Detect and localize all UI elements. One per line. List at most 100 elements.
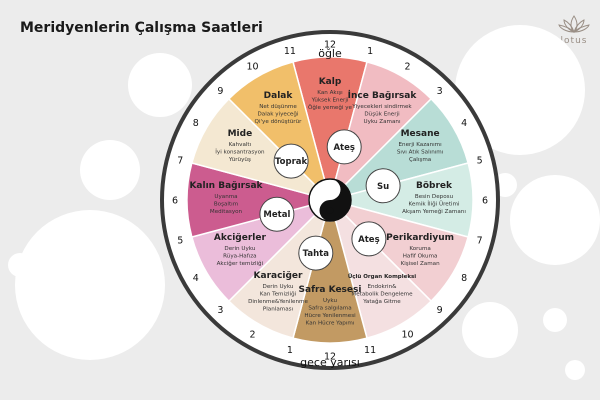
meridian-description-line: Uyku Zamanı <box>363 119 400 125</box>
clock-hour-label: 8 <box>461 273 467 284</box>
element-label: Su <box>377 182 389 192</box>
lotus-logo-icon <box>558 15 590 33</box>
element-circle <box>365 168 401 204</box>
meridian-description-line: Öğle yemeği ye <box>308 104 353 111</box>
clock-hour-label: 4 <box>461 118 467 129</box>
element-circle <box>298 235 334 271</box>
clock-hour-label: 2 <box>404 61 410 72</box>
meridian-description-line: Düşük Enerji <box>364 111 400 117</box>
clock-hour-label: 2 <box>249 330 255 341</box>
meridian-description-line: Hücre Yenilenmesi <box>304 313 356 319</box>
clock-hour-label: 5 <box>177 236 183 247</box>
clock-hour-label: 11 <box>284 46 296 57</box>
meridian-description-line: Yürüyüş <box>228 157 251 163</box>
meridian-description-line: Besin Deposu <box>415 194 454 200</box>
meridian-description-line: Boşaltım <box>214 202 238 208</box>
clock-hour-label: 10 <box>401 330 413 341</box>
meridian-description-line: Derin Uyku <box>224 246 255 252</box>
logo-text: lotus <box>560 36 588 46</box>
clock-hour-label: 4 <box>193 273 199 284</box>
meridian-description-line: Rüya-Hafıza <box>223 254 256 260</box>
meridian-description-line: Yatağa Gitme <box>362 298 401 305</box>
meridian-description-line: Koruma <box>409 246 431 252</box>
meridian-description-line: İyi konsantrasyon <box>215 149 265 156</box>
background-circles <box>8 25 600 380</box>
clock-hour-label: 12 <box>324 40 336 51</box>
meridian-description-line: Yüksek Enerji <box>311 98 349 104</box>
page-title: Meridyenlerin Çalışma Saatleri <box>20 20 263 36</box>
meridian-description-line: Metabolik Dengeleme <box>351 292 413 298</box>
clock-hour-label: 1 <box>287 345 293 356</box>
meridian-name: Karaciğer <box>254 271 304 281</box>
meridian-name: Dalak <box>264 91 294 101</box>
noon-label: öğle <box>318 47 342 60</box>
clock-hour-label: 3 <box>437 86 443 97</box>
meridian-name: Üçlü Organ Kompleksi <box>348 273 416 280</box>
meridian-description-line: Akşam Yemeği Zamanı <box>402 208 466 215</box>
element-circle <box>326 129 362 165</box>
meridian-description-line: Çalışma <box>409 157 431 163</box>
meridian-description-line: Kişisel Zaman <box>401 261 441 267</box>
element-circle <box>351 221 387 257</box>
clock-hour-label: 1 <box>367 46 373 57</box>
meridian-description-line: Net düşünme <box>259 104 297 110</box>
clock-hour-label: 11 <box>364 345 376 356</box>
clock-hour-label: 5 <box>477 155 483 166</box>
meridian-name: Mide <box>228 129 253 139</box>
element-label: Ateş <box>358 235 379 245</box>
element-label: Toprak <box>275 157 308 167</box>
meridian-description-line: Yiyecekleri sindirmek <box>351 104 412 110</box>
clock-hour-label: 7 <box>477 236 483 247</box>
midnight-label: gece yarısı <box>300 356 360 369</box>
meridian-description-line: Endokrin& <box>367 284 397 290</box>
clock-hour-label: 6 <box>172 196 178 207</box>
yin-yang-icon <box>308 178 352 222</box>
clock-hour-label: 10 <box>246 61 258 72</box>
element-label: Tahta <box>303 249 330 259</box>
meridian-name: Akciğerler <box>214 233 267 243</box>
meridian-name: Böbrek <box>416 181 453 191</box>
meridian-name: İnce Bağırsak <box>348 90 418 101</box>
meridian-description-line: Kemik İliği Üretimi <box>409 201 460 208</box>
clock-hour-label: 8 <box>193 118 199 129</box>
clock-hour-label: 3 <box>217 305 223 316</box>
clock-hour-label: 9 <box>217 86 223 97</box>
meridian-description-line: Dalak yiyeceği <box>258 110 299 117</box>
meridian-name: Mesane <box>401 129 440 139</box>
meridian-description-line: Qi'ye dönüştürür <box>255 119 303 125</box>
meridian-description-line: Uyanma <box>214 194 237 200</box>
clock-hour-label: 7 <box>177 155 183 166</box>
meridian-description-line: Sıvı Atık Salınımı <box>397 150 444 156</box>
element-circle <box>259 196 295 232</box>
meridian-description-line: Hafif Okuma <box>403 254 438 260</box>
meridian-description-line: Safra salgılama <box>308 306 351 312</box>
meridian-name: Kalın Bağırsak <box>189 181 263 191</box>
meridian-name: Kalp <box>319 77 342 87</box>
clock-hour-label: 9 <box>437 305 443 316</box>
meridian-description-line: Kan Hücre Yapımı <box>306 321 355 327</box>
meridian-description-line: Kahvaltı <box>229 142 252 148</box>
meridian-description-line: Kan Temizliği <box>260 291 297 298</box>
meridian-description-line: Dinlenme&Yenilenme <box>248 299 308 305</box>
element-label: Ateş <box>333 143 354 153</box>
clock-hour-label: 12 <box>324 352 336 363</box>
element-circle <box>273 143 309 179</box>
meridian-name: Safra Kesesi <box>299 285 362 295</box>
meridian-description-line: Enerji Kazanımı <box>399 142 443 148</box>
meridian-description-line: Meditasyon <box>210 209 243 215</box>
meridian-description-line: Uyku <box>323 298 337 304</box>
meridian-description-line: Kan Akışı <box>317 90 343 96</box>
meridian-description-line: Akciğer temizliği <box>217 260 264 267</box>
element-label: Metal <box>263 210 290 220</box>
